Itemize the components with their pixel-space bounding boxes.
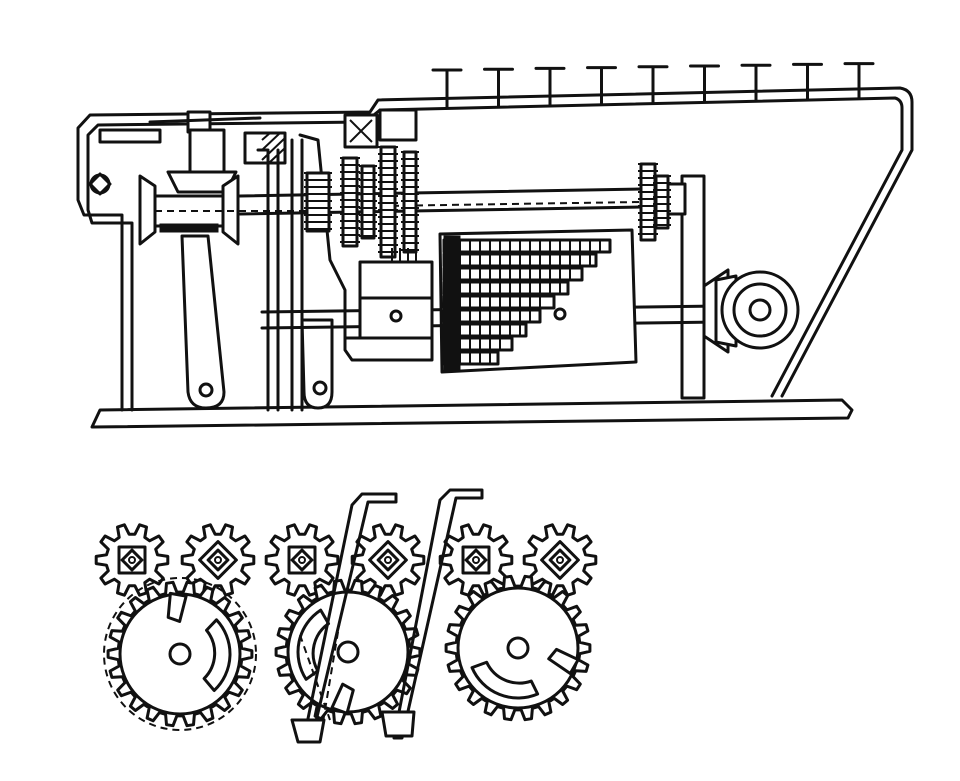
lever-left bbox=[290, 492, 398, 744]
key-bar bbox=[843, 62, 875, 100]
pinion-gear bbox=[522, 523, 598, 597]
gear-train-detail bbox=[94, 488, 598, 744]
key-bars bbox=[431, 62, 875, 110]
lever-arm bbox=[180, 234, 226, 410]
crank-wheel bbox=[702, 268, 800, 354]
base-plate bbox=[90, 398, 854, 429]
key-bar bbox=[792, 62, 823, 101]
stepped-wheel bbox=[444, 574, 592, 722]
key-bar bbox=[689, 64, 720, 103]
rack-step bbox=[442, 238, 612, 254]
pinion-gear bbox=[180, 523, 256, 597]
shaft-gears bbox=[304, 145, 671, 259]
uprights bbox=[256, 133, 347, 412]
key-bar bbox=[431, 68, 463, 110]
stepped-drum bbox=[438, 228, 638, 374]
stepped-wheel bbox=[106, 580, 254, 728]
rack-step bbox=[442, 266, 584, 282]
pinion-carriage bbox=[343, 248, 434, 362]
pinion-gear bbox=[94, 523, 170, 597]
lever-right bbox=[380, 488, 484, 740]
gear-disc bbox=[639, 162, 657, 242]
left-spindle bbox=[138, 110, 330, 410]
key-bar bbox=[586, 66, 617, 106]
key-bar bbox=[483, 67, 514, 109]
phantom-circle bbox=[103, 577, 257, 731]
housing-frame bbox=[76, 86, 914, 412]
stepped-wheel bbox=[274, 578, 422, 726]
pinion-row bbox=[94, 523, 598, 597]
pinion-gear bbox=[264, 523, 340, 597]
stepped-wheels bbox=[106, 574, 592, 728]
key-bar bbox=[534, 66, 566, 107]
pinion-gear bbox=[350, 523, 426, 597]
machine-side-view bbox=[76, 62, 914, 429]
top-clamp bbox=[243, 108, 418, 165]
key-bar bbox=[740, 63, 772, 102]
pinion-gear bbox=[438, 523, 514, 597]
pivot-screw bbox=[89, 173, 111, 195]
key-bar bbox=[637, 65, 669, 105]
